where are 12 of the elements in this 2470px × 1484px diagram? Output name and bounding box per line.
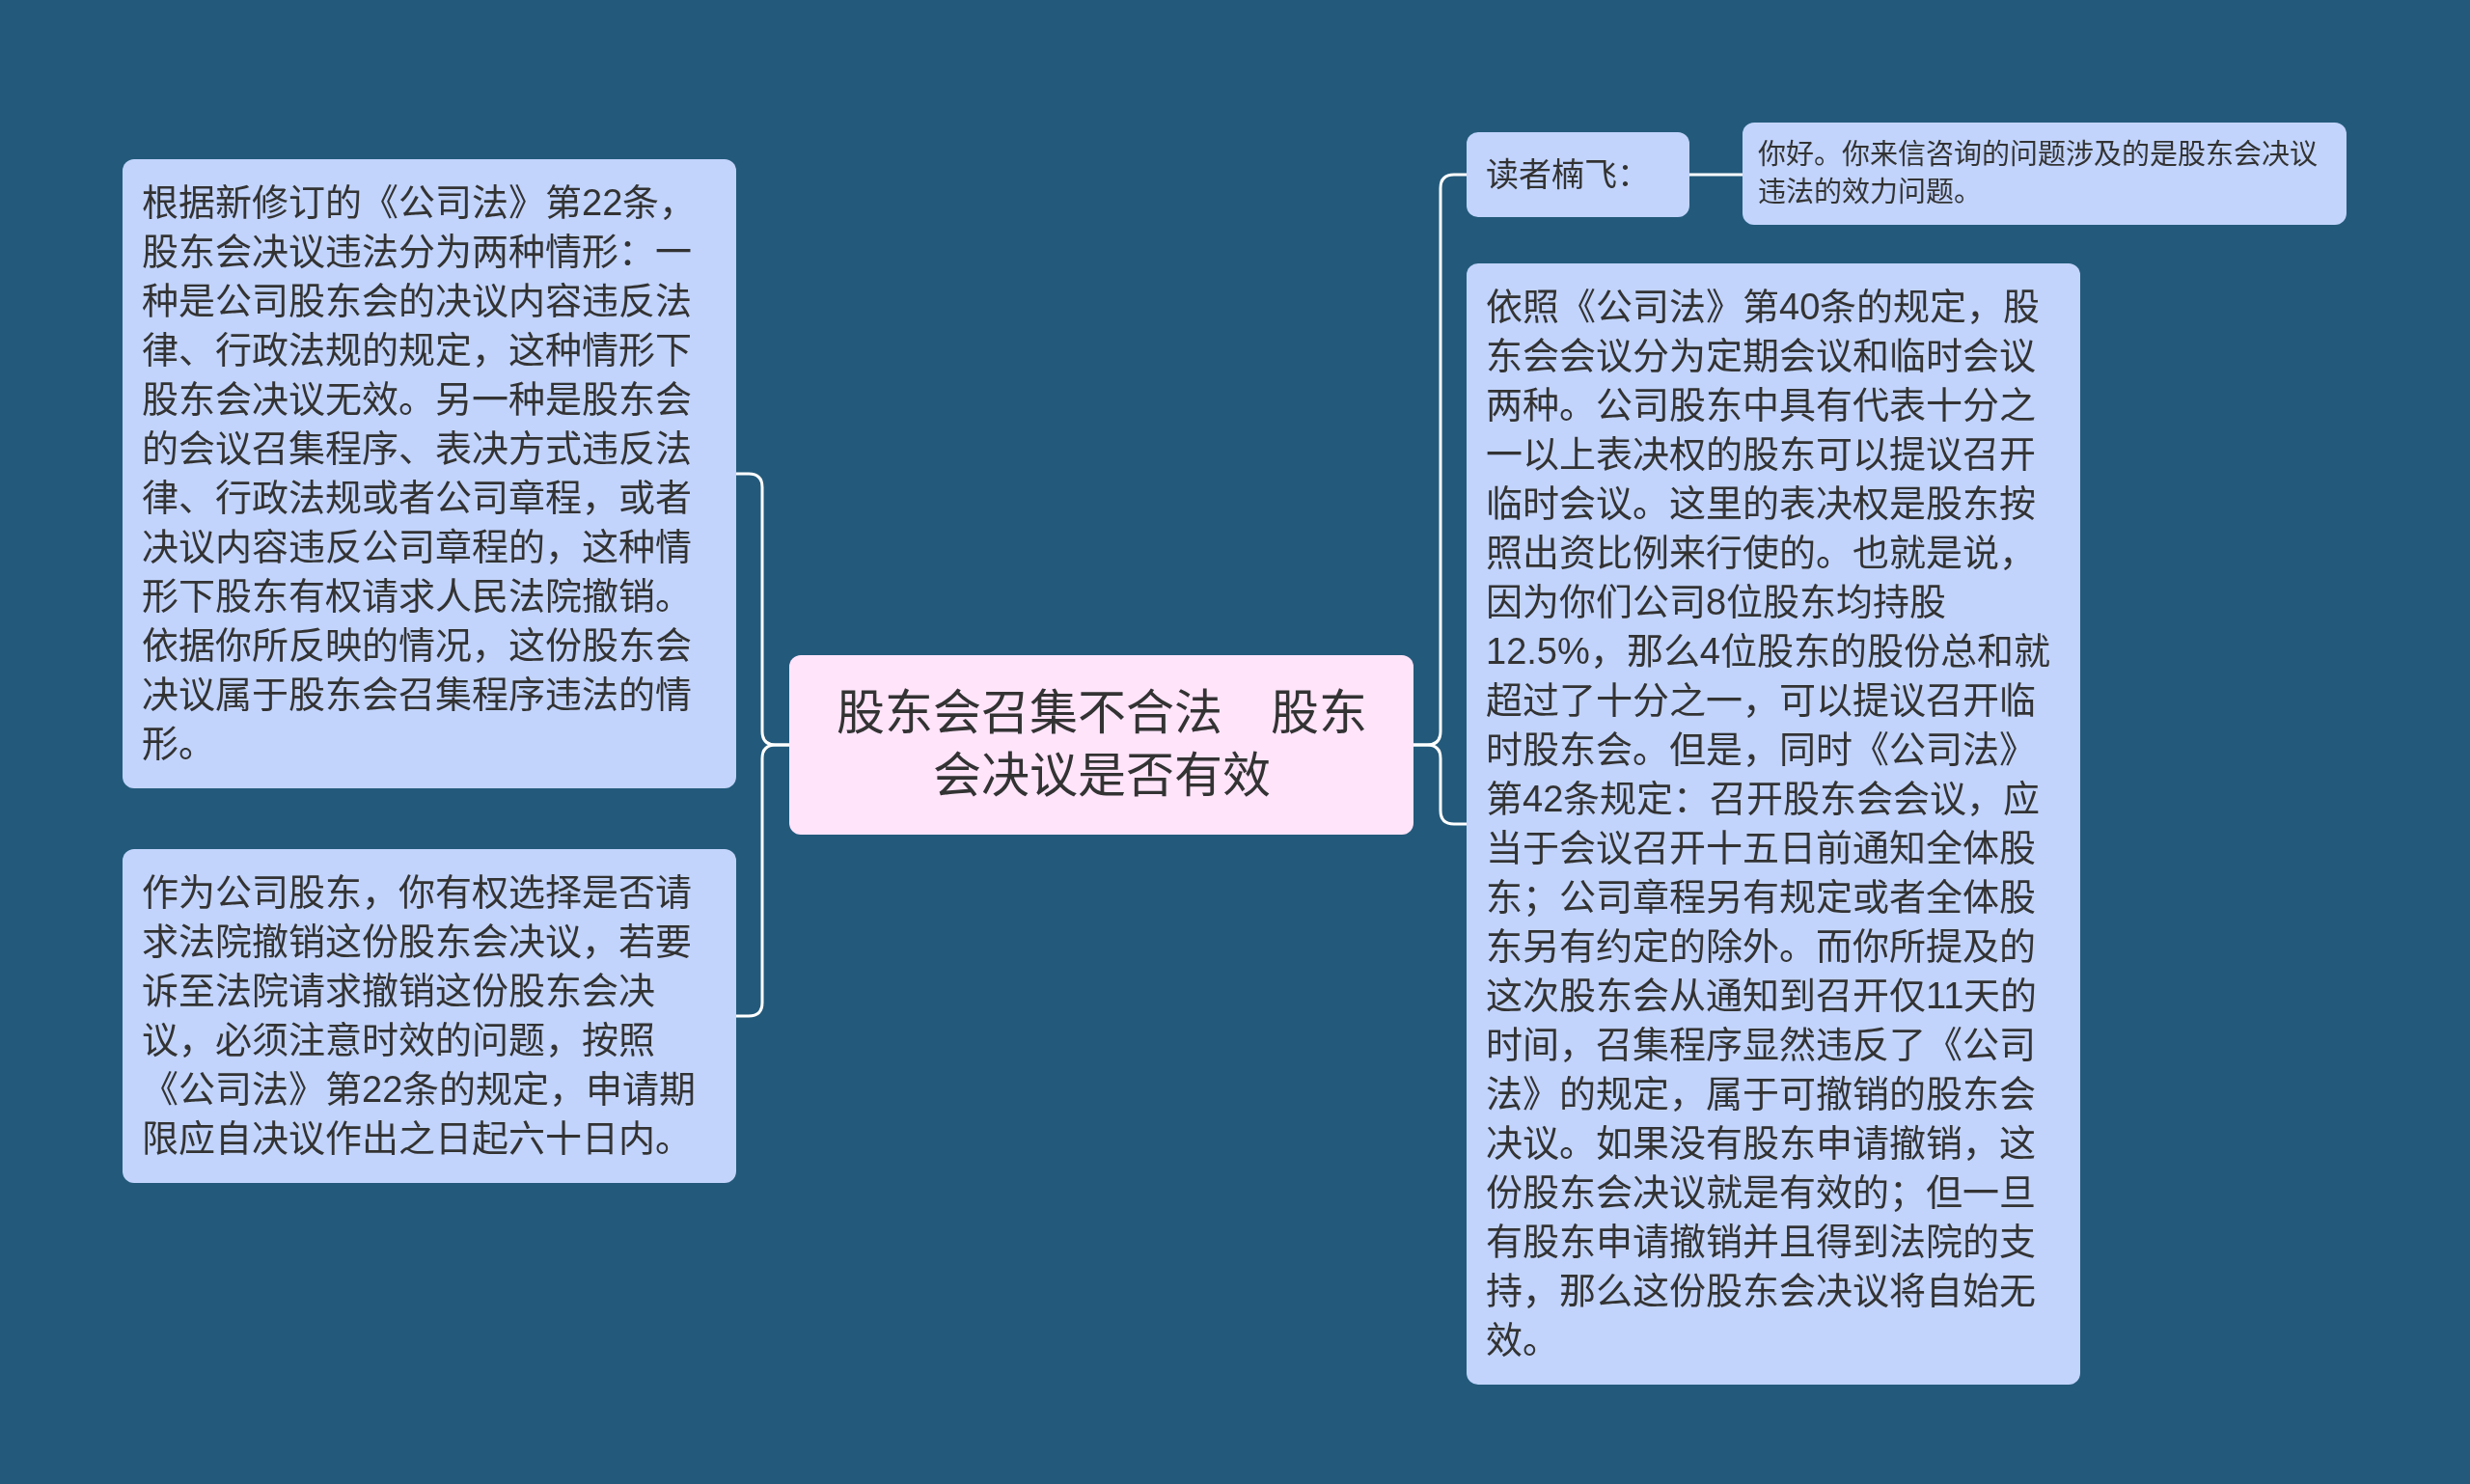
note-text: 作为公司股东，你有权选择是否请求法院撤销这份股东会决议，若要诉至法院请求撤销这份股东会决议，必须注意时效的问题，按照《公司法》第22条的规定，申请期限应自决议作出之日起六十日内。: [142, 871, 698, 1161]
note-text: 依照《公司法》第40条的规定，股东会会议分为定期会议和临时会议两种。公司股东中具有代表十分之一以上表决权的股东可以提议召开临时会议。这里的表决权是股东按照出资比例来行使的。也就是说，因为你们公司8位股东均持股12.5%，那么4位股东的股份总和就超过了十分之一，可以提议召开临时股东会。但是，同时《公司法》第42条规定：召开股东会会议，应当于会议召开十五日前通知全体股东；公司章程另有规定或者全体股东另有约定的除外。而你所提及的这次股东会从通知到召开仅11天的时间，召集程序显然违反了《公司法》的规定，属于可撤销的股东会决议。如果没有股东申请撤销，这份股东会决议就是有效的；但一旦有股东申请撤销并且得到法院的支持，那么这份股东会决议将自始无效。: [1486, 286, 2051, 1362]
note-text: 根据新修订的《公司法》第22条，股东会决议违法分为两种情形：一种是公司股东会的决议内容违反法律、行政法规的规定，这种情形下股东会决议无效。另一种是股东会的会议召集程序、表决方式违反法律、行政法规或者公司章程，或者决议内容违反公司章程的，这种情形下股东有权请求人民法院撤销。依据你所反映的情况，这份股东会决议属于股东会召集程序违法的情形。: [142, 181, 698, 766]
topic-box: [789, 655, 1413, 835]
note-text: 读者楠飞：: [1486, 155, 1651, 195]
connector-line: [1689, 173, 1743, 177]
note-box: [1467, 132, 1689, 217]
topic-text: 股东会召集不合法 股东会决议是否有效: [835, 685, 1368, 805]
note-text: 你好。你来信咨询的问题涉及的是股东会决议违法的效力问题。: [1758, 138, 2319, 209]
note-box: [123, 159, 736, 788]
note-box: [123, 849, 736, 1183]
note-box: [1743, 123, 2346, 225]
